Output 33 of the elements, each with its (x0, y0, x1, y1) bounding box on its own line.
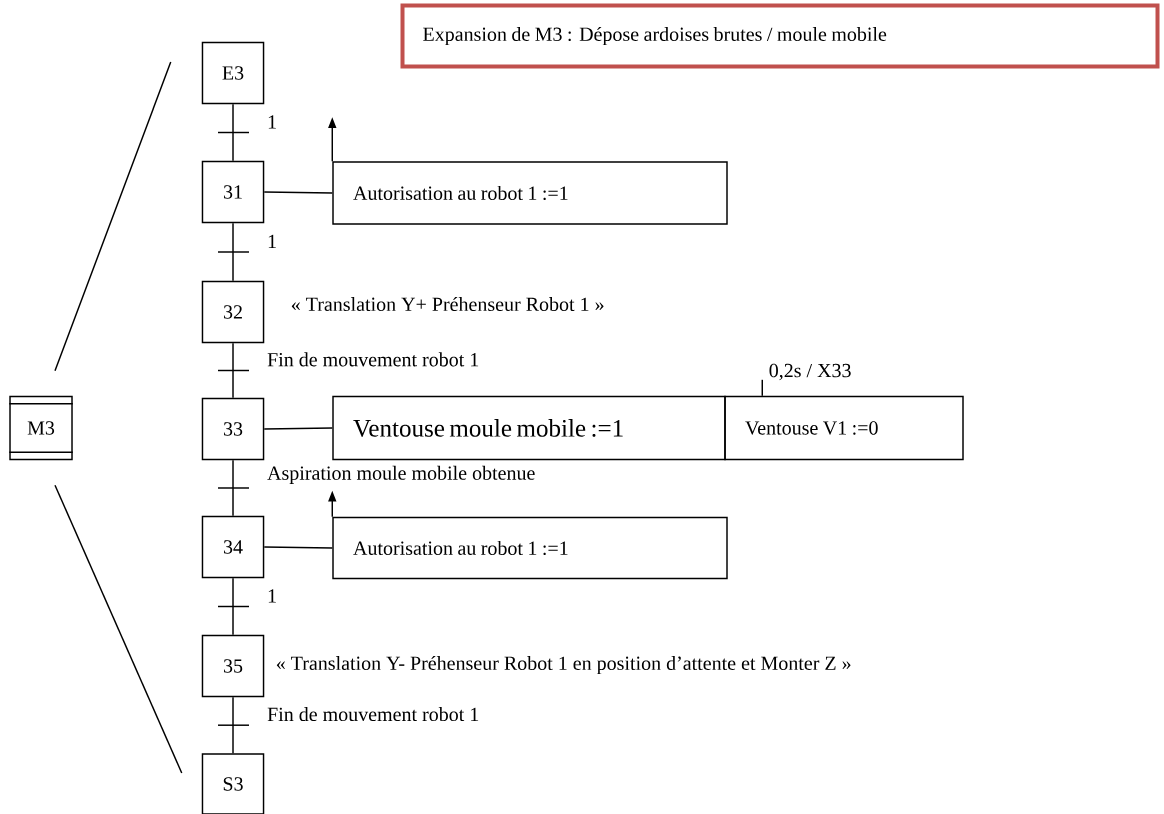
transition-label: 1 (268, 115, 276, 129)
step-link (232, 342, 234, 399)
step-box: 35 (201, 634, 265, 698)
transition-label: Fin de mouvement robot 1 (267, 707, 479, 722)
link-line (263, 191, 333, 194)
step-link (232, 696, 234, 754)
transition-label: Fin de mouvement robot 1 (267, 352, 479, 367)
action-text: 0,2s / X33 (769, 363, 851, 381)
expansion-line (54, 484, 183, 774)
transition-label: 1 (268, 589, 276, 603)
action-text: « Translation Y- Préhenseur Robot 1 en position d’attente et Monter Z » (276, 655, 851, 675)
title-box: Expansion de M3 : Dépose ardoises brutes / moule mobile (400, 3, 1160, 69)
step-box: E3 (201, 41, 265, 105)
link-line (263, 427, 333, 430)
action-box: Ventouse moule mobile :=1 (332, 395, 726, 461)
transition-label: 1 (268, 234, 276, 248)
action-box: Ventouse V1 :=0 (724, 395, 964, 461)
expansion-line (54, 61, 172, 372)
step-box: 32 (201, 280, 265, 344)
step-link (232, 577, 234, 636)
step-box: 33 (201, 397, 265, 461)
step-box: 34 (201, 515, 265, 579)
action-text: « Translation Y+ Préhenseur Robot 1 » (291, 296, 604, 312)
transition-label: Aspiration moule mobile obtenue (267, 465, 535, 484)
step-link (232, 222, 234, 282)
step-link (232, 459, 234, 517)
macro-step-box: M3 (8, 395, 74, 461)
step-link (232, 103, 234, 162)
step-box: S3 (201, 753, 265, 814)
action-box: Autorisation au robot 1 :=1 (332, 161, 728, 225)
step-box: 31 (201, 160, 265, 224)
link-line (263, 546, 333, 549)
action-box: Autorisation au robot 1 :=1 (332, 516, 728, 580)
